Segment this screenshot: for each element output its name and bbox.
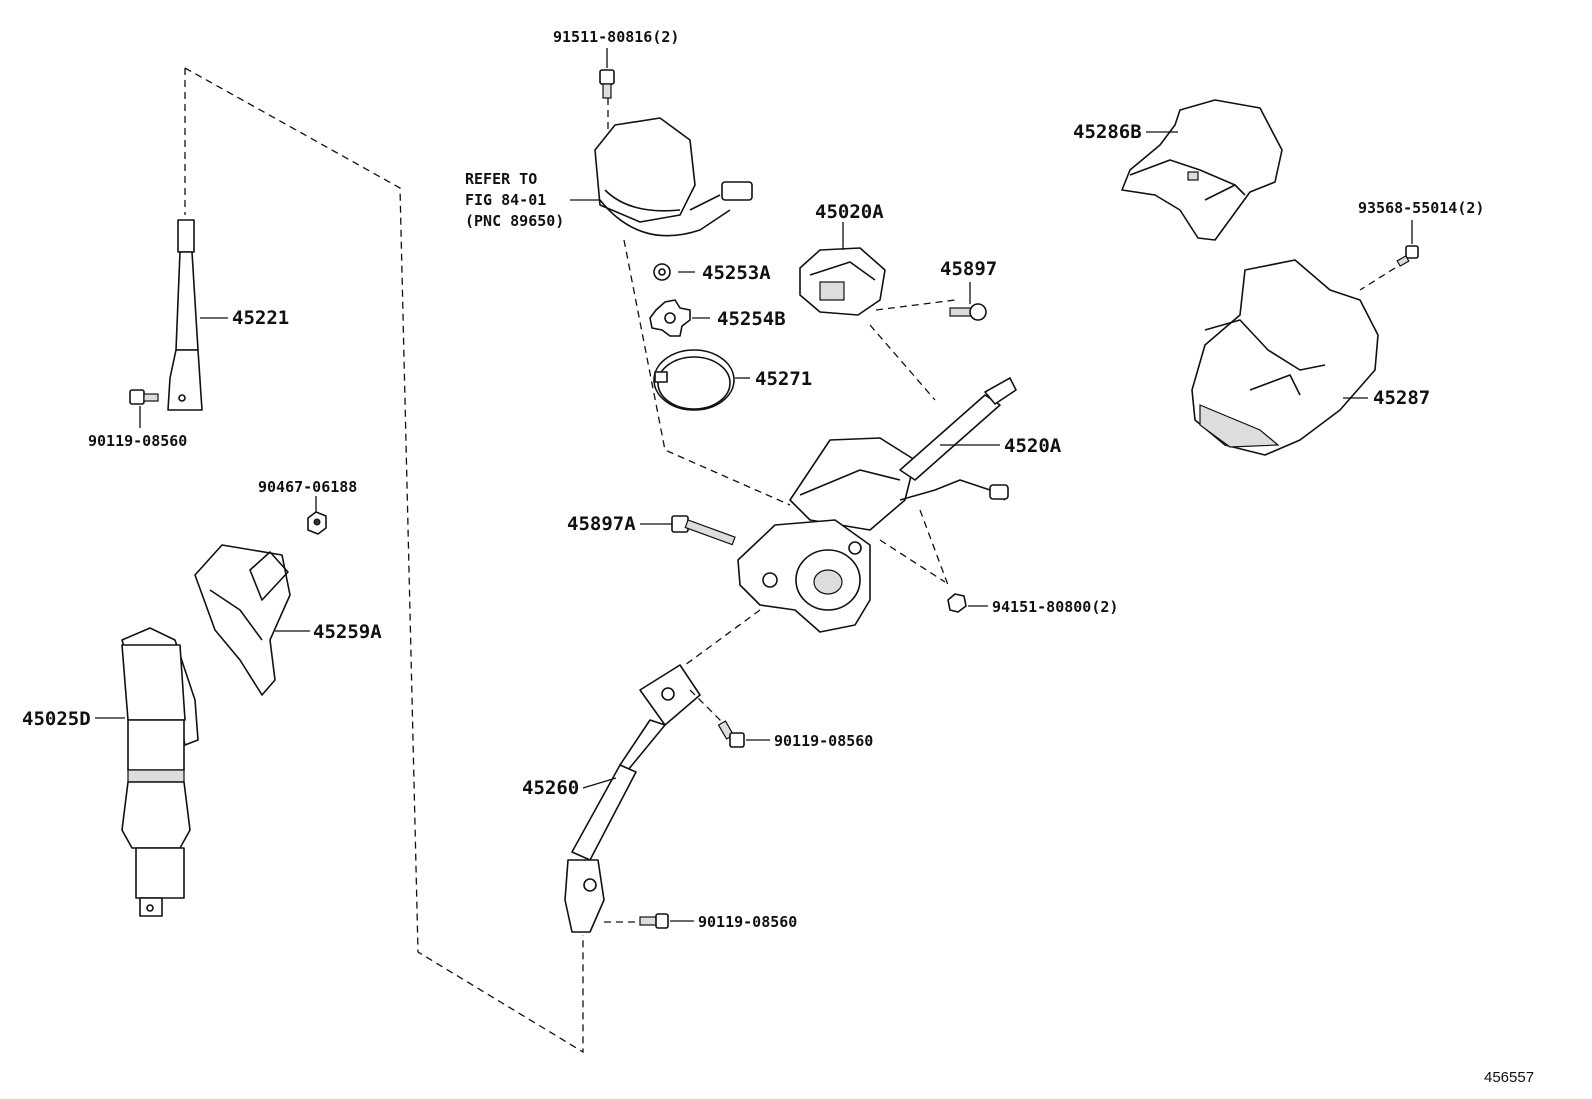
ref-note-line2[interactable]: FIG 84-01 bbox=[465, 191, 546, 209]
clip-90467-icon[interactable] bbox=[307, 511, 327, 535]
bolt-90119-a-icon[interactable] bbox=[129, 389, 159, 405]
steering-column-4520A-icon[interactable] bbox=[789, 377, 1017, 531]
label-45897[interactable]: 45897 bbox=[940, 258, 997, 280]
bolt-45897-icon[interactable] bbox=[949, 303, 987, 321]
label-90119-08560-a[interactable]: 90119-08560 bbox=[88, 432, 187, 450]
label-4520A[interactable]: 4520A bbox=[1004, 435, 1062, 457]
spiral-cable-icon bbox=[594, 117, 753, 237]
diagram-id: 456557 bbox=[1484, 1069, 1534, 1086]
gear-45254B-icon[interactable] bbox=[649, 299, 691, 337]
column-bracket-icon bbox=[737, 519, 871, 633]
label-93568-55014[interactable]: 93568-55014(2) bbox=[1358, 199, 1484, 217]
label-90119-08560-b[interactable]: 90119-08560 bbox=[774, 732, 873, 750]
label-90119-08560-c[interactable]: 90119-08560 bbox=[698, 913, 797, 931]
bolt-90119-c-icon[interactable] bbox=[639, 913, 669, 929]
label-45271[interactable]: 45271 bbox=[755, 368, 812, 390]
assembly-boundary-line bbox=[184, 67, 584, 1054]
gear-45253A-icon[interactable] bbox=[653, 263, 671, 281]
screw-93568-icon[interactable] bbox=[1396, 245, 1419, 267]
bolt-45897A-icon[interactable] bbox=[671, 515, 736, 546]
label-91511-80816[interactable]: 91511-80816(2) bbox=[553, 28, 679, 46]
label-45221[interactable]: 45221 bbox=[232, 307, 289, 329]
nut-94151-icon[interactable] bbox=[947, 593, 967, 613]
joint-assembly-45025D-icon[interactable] bbox=[121, 627, 199, 917]
band-45271-icon[interactable] bbox=[653, 349, 735, 411]
bolt-90119-b-icon[interactable] bbox=[717, 720, 745, 748]
shaft-45221-icon[interactable] bbox=[167, 219, 203, 411]
label-45260[interactable]: 45260 bbox=[522, 777, 579, 799]
label-94151-80800[interactable]: 94151-80800(2) bbox=[992, 598, 1118, 616]
label-45025D[interactable]: 45025D bbox=[22, 708, 91, 730]
intermediate-shaft-45260-icon[interactable] bbox=[564, 664, 701, 933]
label-45020A[interactable]: 45020A bbox=[815, 201, 884, 223]
bolt-91511-icon[interactable] bbox=[599, 69, 615, 99]
upper-cover-45286B-icon[interactable] bbox=[1121, 99, 1283, 241]
ref-note-line1: REFER TO bbox=[465, 170, 537, 188]
label-90467-06188[interactable]: 90467-06188 bbox=[258, 478, 357, 496]
label-45897A[interactable]: 45897A bbox=[567, 513, 636, 535]
cover-45259A-icon[interactable] bbox=[194, 544, 291, 696]
label-45286B[interactable]: 45286B bbox=[1073, 121, 1142, 143]
ref-note-line3: (PNC 89650) bbox=[465, 212, 564, 230]
label-45259A[interactable]: 45259A bbox=[313, 621, 382, 643]
label-45254B[interactable]: 45254B bbox=[717, 308, 786, 330]
label-45253A[interactable]: 45253A bbox=[702, 262, 771, 284]
lower-cover-45287-icon[interactable] bbox=[1191, 259, 1379, 456]
shaft-connection-line bbox=[607, 98, 791, 506]
label-45287[interactable]: 45287 bbox=[1373, 387, 1430, 409]
steering-lock-45020A-icon[interactable] bbox=[799, 247, 886, 316]
